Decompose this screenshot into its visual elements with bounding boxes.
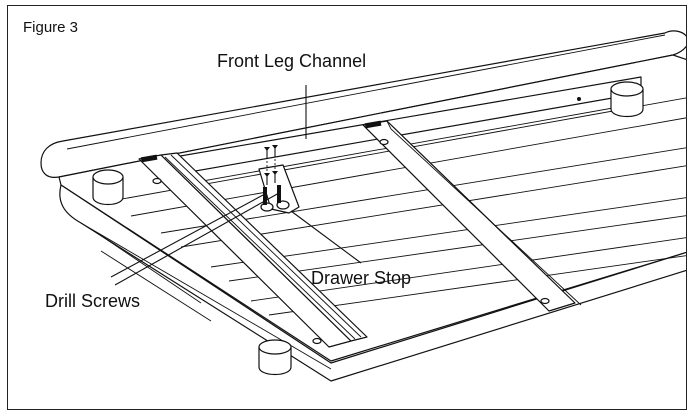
foot-top-right bbox=[610, 81, 644, 118]
foot-bottom-left bbox=[258, 339, 292, 376]
assembly-illustration: Figure 3 Front Leg Channel Drawer Stop D… bbox=[23, 19, 686, 382]
leader-drill-screw-2 bbox=[114, 192, 280, 286]
right-runner bbox=[362, 120, 582, 312]
drawer-stop-bracket bbox=[258, 145, 300, 214]
figure-frame: Figure 3 Front Leg Channel Drawer Stop D… bbox=[7, 5, 687, 410]
left-runner bbox=[138, 152, 368, 348]
leader-drawer-stop bbox=[290, 210, 362, 264]
foot-top-left bbox=[92, 169, 124, 206]
leader-lines bbox=[110, 85, 362, 286]
label-front-leg-channel: Front Leg Channel bbox=[217, 51, 366, 71]
label-drill-screws: Drill Screws bbox=[45, 291, 140, 311]
leader-drill-screw-1 bbox=[110, 194, 264, 278]
screw-detail bbox=[264, 145, 278, 185]
figure-title: Figure 3 bbox=[23, 19, 78, 36]
glide-feet bbox=[92, 81, 644, 376]
label-drawer-stop: Drawer Stop bbox=[311, 268, 411, 288]
tabletop bbox=[40, 30, 686, 382]
